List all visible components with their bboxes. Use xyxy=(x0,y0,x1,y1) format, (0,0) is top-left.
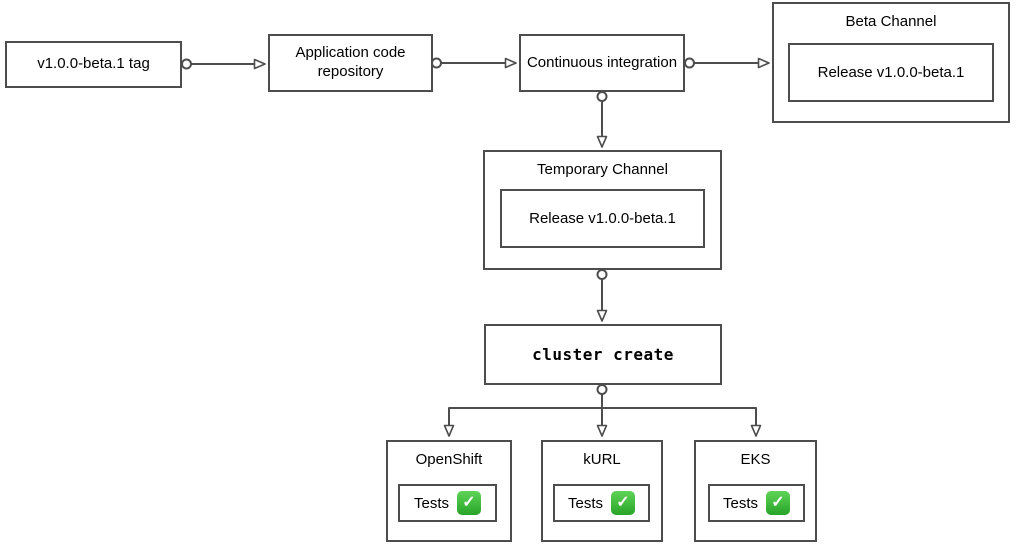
temporary-channel-title: Temporary Channel xyxy=(537,161,668,178)
continuous-integration-label: Continuous integration xyxy=(526,53,678,71)
connector-repo-source-port xyxy=(431,57,442,69)
cluster-create-command: cluster create xyxy=(532,344,674,364)
openshift-tests-label: Tests xyxy=(413,494,449,512)
node-continuous-integration: Continuous integration xyxy=(519,34,685,92)
node-beta-channel: Beta Channel Release v1.0.0-beta.1 xyxy=(772,2,1010,123)
app-code-repository-label: Application code repository xyxy=(295,44,406,80)
check-mark-icon: ✓ xyxy=(611,491,635,515)
node-beta-channel-release: Release v1.0.0-beta.1 xyxy=(788,43,994,102)
eks-title: EKS xyxy=(740,451,771,468)
node-temporary-channel-release: Release v1.0.0-beta.1 xyxy=(500,189,705,248)
check-glyph: ✓ xyxy=(462,494,476,511)
beta-channel-release-label: Release v1.0.0-beta.1 xyxy=(817,64,965,81)
node-version-tag: v1.0.0-beta.1 tag xyxy=(5,41,182,88)
node-temporary-channel: Temporary Channel Release v1.0.0-beta.1 xyxy=(483,150,722,270)
connector-cluster-create-source-port xyxy=(596,384,608,395)
check-mark-icon: ✓ xyxy=(766,491,790,515)
openshift-title: OpenShift xyxy=(415,451,483,468)
check-glyph: ✓ xyxy=(771,494,785,511)
eks-tests-label: Tests xyxy=(722,494,758,512)
node-app-code-repository: Application code repository xyxy=(268,34,433,92)
kurl-tests-label: Tests xyxy=(567,494,603,512)
version-tag-label: v1.0.0-beta.1 tag xyxy=(37,55,150,73)
connector-cluster-create-to-eks xyxy=(602,407,762,437)
temporary-channel-release-label: Release v1.0.0-beta.1 xyxy=(529,210,676,227)
node-openshift: OpenShift Tests ✓ xyxy=(386,440,512,542)
connector-ci-right-source-port xyxy=(684,57,695,69)
connector-cluster-create-to-openshift xyxy=(443,407,602,437)
node-kurl-tests: Tests ✓ xyxy=(553,484,650,522)
node-cluster-create: cluster create xyxy=(484,324,722,385)
node-openshift-tests: Tests ✓ xyxy=(398,484,497,522)
node-eks-tests: Tests ✓ xyxy=(708,484,805,522)
check-glyph: ✓ xyxy=(616,494,630,511)
check-mark-icon: ✓ xyxy=(457,491,481,515)
beta-channel-title: Beta Channel xyxy=(845,13,937,30)
connector-tag-source-port xyxy=(181,58,192,70)
connector-temp-channel-source-port xyxy=(596,269,608,280)
connector-ci-bottom-source-port xyxy=(596,91,608,102)
node-kurl: kURL Tests ✓ xyxy=(541,440,663,542)
node-eks: EKS Tests ✓ xyxy=(694,440,817,542)
kurl-title: kURL xyxy=(583,451,621,468)
